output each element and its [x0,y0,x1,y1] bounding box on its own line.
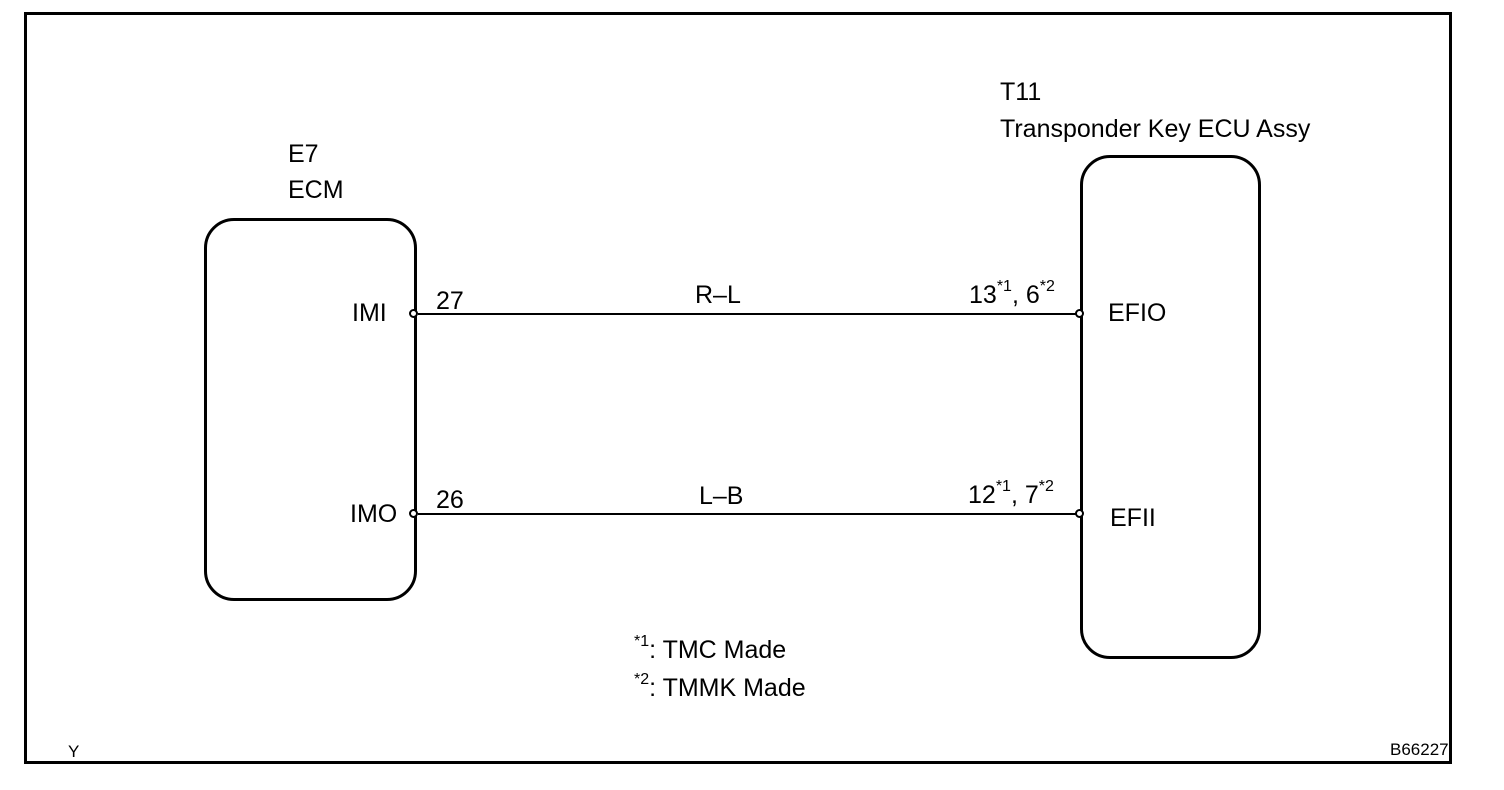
note-tmc-text: : TMC Made [649,636,787,664]
ecm-code: E7 [288,140,319,168]
pin-efio [1075,309,1084,318]
ecu-terminal-efii: EFII [1110,504,1156,532]
figure-id: B66227 [1390,740,1449,759]
wire-color-r-l: R–L [695,281,741,309]
pin-imi [409,309,418,318]
note-tmmk-text: : TMMK Made [649,674,806,702]
pin-efii [1075,509,1084,518]
ecm-terminal-imo: IMO [350,500,398,528]
ecu-pin-efio-tmc: 13 [969,281,997,309]
transponder-name: Transponder Key ECU Assy [1000,115,1311,143]
ecu-pin-efii-tmmk-note: *2 [1038,477,1054,495]
ecu-pin-efii-tmmk: 7 [1024,481,1039,509]
transponder-box [1080,155,1261,659]
wire-r-l [418,313,1080,315]
ecm-name: ECM [288,176,344,204]
note-tmmk: *2: TMMK Made [634,671,806,702]
ecu-terminal-efio: EFIO [1108,299,1167,327]
ecm-pin-26: 26 [436,486,464,514]
ecu-pin-label-efio: 13*1, 6*2 [969,277,1055,309]
ecu-pin-efio-tmmk-note: *2 [1039,277,1055,295]
transponder-code: T11 [1000,78,1042,106]
ecu-pin-efio-tmc-note: *1 [996,277,1012,295]
ecm-pin-27: 27 [436,287,464,315]
ecm-terminal-imi: IMI [352,299,387,327]
ecm-box [204,218,417,601]
pin-imo [409,509,418,518]
ecu-pin-efii-tmc-note: *1 [995,477,1011,495]
ecu-pin-label-efii: 12*1, 7*2 [968,477,1054,509]
note-tmmk-mark: *2 [634,670,650,688]
note-tmc: *1: TMC Made [634,633,787,664]
note-tmc-mark: *1 [634,632,650,650]
wire-color-l-b: L–B [699,482,744,510]
ecu-pin-efii-tmc: 12 [968,481,996,509]
wire-l-b [418,513,1080,515]
corner-label-left: Y [68,742,80,761]
ecu-pin-efio-tmmk: 6 [1025,281,1040,309]
diagram-frame [24,12,1452,764]
